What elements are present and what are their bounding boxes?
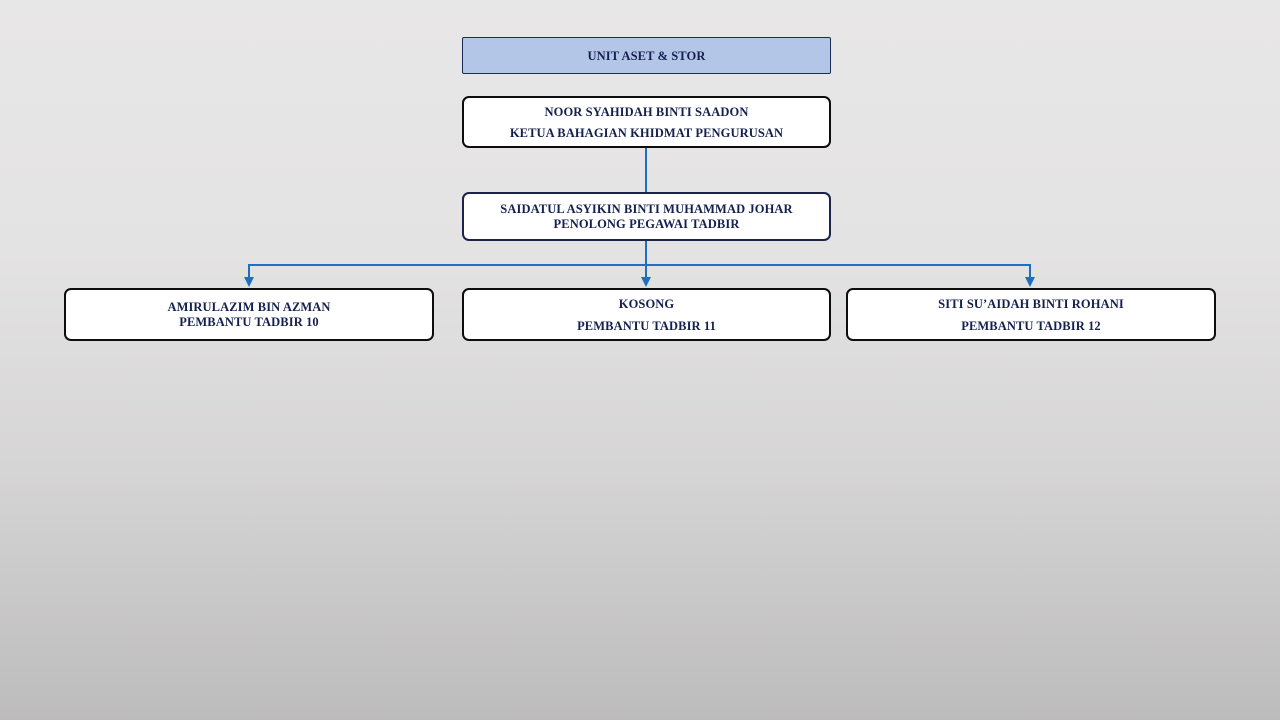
arrowhead-center <box>641 277 651 287</box>
head-name: NOOR SYAHIDAH BINTI SAADON <box>544 104 749 119</box>
staff-box-2: KOSONG PEMBANTU TADBIR 11 <box>462 288 831 341</box>
arrowhead-left <box>244 277 254 287</box>
staff-3-name: SITI SU’AIDAH BINTI ROHANI <box>938 296 1124 311</box>
unit-header-box: UNIT ASET & STOR <box>462 37 831 74</box>
unit-title: UNIT ASET & STOR <box>587 48 706 63</box>
staff-3-position: PEMBANTU TADBIR 12 <box>961 318 1101 333</box>
staff-2-name: KOSONG <box>618 296 675 311</box>
assistant-position: PENOLONG PEGAWAI TADBIR <box>553 217 740 231</box>
staff-box-3: SITI SU’AIDAH BINTI ROHANI PEMBANTU TADB… <box>846 288 1216 341</box>
staff-box-1: AMIRULAZIM BIN AZMAN PEMBANTU TADBIR 10 <box>64 288 434 341</box>
head-box: NOOR SYAHIDAH BINTI SAADON KETUA BAHAGIA… <box>462 96 831 148</box>
staff-1-name: AMIRULAZIM BIN AZMAN <box>167 300 331 314</box>
assistant-name: SAIDATUL ASYIKIN BINTI MUHAMMAD JOHAR <box>500 202 793 216</box>
assistant-box: SAIDATUL ASYIKIN BINTI MUHAMMAD JOHAR PE… <box>462 192 831 241</box>
staff-2-position: PEMBANTU TADBIR 11 <box>577 318 716 333</box>
staff-1-position: PEMBANTU TADBIR 10 <box>179 315 319 329</box>
arrowhead-right <box>1025 277 1035 287</box>
head-position: KETUA BAHAGIAN KHIDMAT PENGURUSAN <box>509 125 784 140</box>
